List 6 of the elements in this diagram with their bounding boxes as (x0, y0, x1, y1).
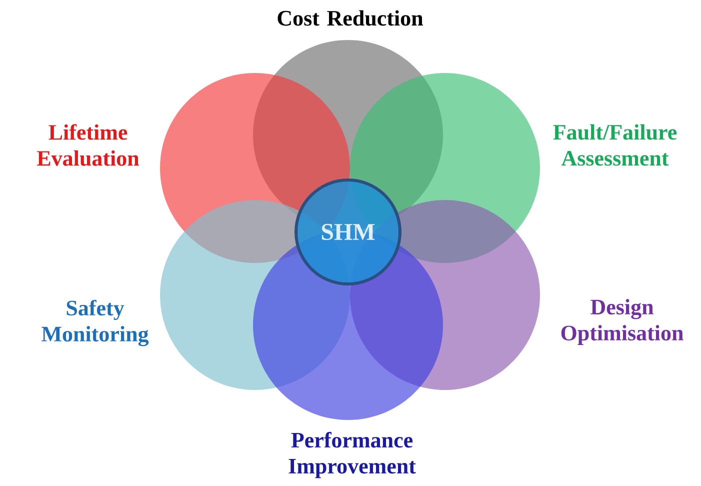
circle-label: Fault/Failure Assessment (553, 124, 677, 166)
circle-label: Lifetime Evaluation (37, 124, 140, 166)
circle-label: Performance Improvement (288, 432, 416, 478)
circle-label: Cost Reduction (278, 10, 423, 26)
circle-label: Design Optimisation (561, 299, 684, 345)
circle-label: Safety Monitoring (42, 300, 149, 346)
